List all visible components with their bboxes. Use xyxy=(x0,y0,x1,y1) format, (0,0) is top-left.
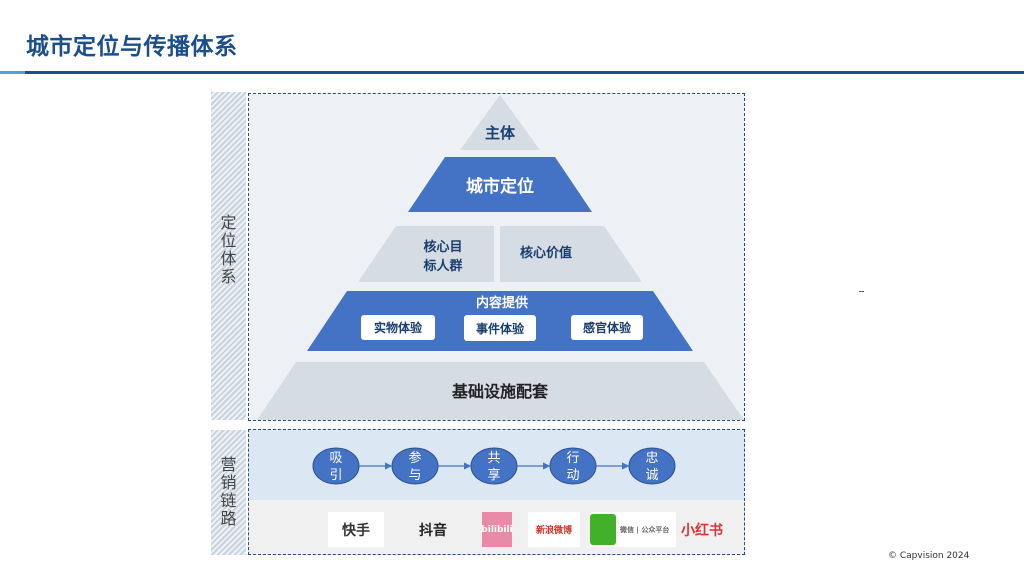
chain-step-label: 参 xyxy=(408,450,421,466)
marketing-label-band: 营销链路 xyxy=(211,430,246,555)
weibo-logo: 新浪微博 xyxy=(528,512,580,547)
chain-step-label: 共 xyxy=(487,451,500,466)
tier-core-value-label: 核心价值 xyxy=(520,245,572,261)
copyright: © Capvision 2024 xyxy=(888,551,970,561)
wechat-logo: 微信 | 公众平台 xyxy=(590,512,676,547)
positioning-label-text: 定位体系 xyxy=(220,213,237,286)
platform-name: 小红书 xyxy=(681,522,723,539)
stray-mark xyxy=(859,291,864,292)
platform-name: 微信 | 公众平台 xyxy=(620,525,670,534)
chain-step-label: 动 xyxy=(566,468,579,483)
tier-subject-label: 主体 xyxy=(485,124,516,142)
chain-step-label: 与 xyxy=(408,468,421,483)
chain-step xyxy=(628,447,676,485)
wechat-icon xyxy=(590,514,616,545)
platform-name: 新浪微博 xyxy=(535,526,572,536)
tier-subject xyxy=(460,95,540,150)
title-rule xyxy=(25,71,1024,74)
chain-step-label: 吸 xyxy=(329,451,342,466)
chain-step-label: 享 xyxy=(487,467,500,483)
positioning-label: 定位体系 xyxy=(211,214,246,286)
bilibili-logo: bilibili xyxy=(481,512,513,547)
content-item-physical-label: 实物体验 xyxy=(374,320,423,335)
marketing-label-text: 营销链路 xyxy=(220,455,237,528)
tier-core-value xyxy=(500,226,642,282)
marketing-label: 营销链路 xyxy=(211,456,246,528)
tier-infrastructure-label: 基础设施配套 xyxy=(451,382,549,401)
page-title: 城市定位与传播体系 xyxy=(26,34,238,60)
kuaishou-logo: 快手 xyxy=(328,512,384,547)
tier-target-audience xyxy=(358,226,494,282)
marketing-chain: 吸引 参与 共享 行动 忠诚 xyxy=(312,447,676,485)
xiaohongshu-logo: 小红书 xyxy=(678,512,726,547)
positioning-label-band: 定位体系 xyxy=(211,92,246,420)
title-rule-accent xyxy=(0,71,25,74)
platform-name: 抖音 xyxy=(419,522,447,539)
tier-target-audience-label-1: 核心目 xyxy=(423,239,462,255)
tier-city-positioning xyxy=(408,157,592,212)
chain-step-label: 忠 xyxy=(645,451,658,466)
content-item-event-label: 事件体验 xyxy=(476,321,525,336)
douyin-logo: 抖音 xyxy=(404,512,462,547)
chain-step-label: 诚 xyxy=(645,468,658,483)
tier-infrastructure xyxy=(257,362,744,420)
platform-name: bilibili xyxy=(481,524,513,535)
chain-step-label: 引 xyxy=(329,468,342,483)
tier-target-audience-label-2: 标人群 xyxy=(422,258,462,274)
chain-step-label: 行 xyxy=(566,451,579,466)
tier-content-label: 内容提供 xyxy=(476,295,528,311)
content-item-event xyxy=(464,315,536,341)
content-item-sensory xyxy=(571,315,643,340)
content-item-sensory-label: 感官体验 xyxy=(583,320,632,335)
platform-name: 快手 xyxy=(342,522,370,539)
content-item-physical xyxy=(361,315,435,340)
tier-city-positioning-label: 城市定位 xyxy=(466,176,534,197)
